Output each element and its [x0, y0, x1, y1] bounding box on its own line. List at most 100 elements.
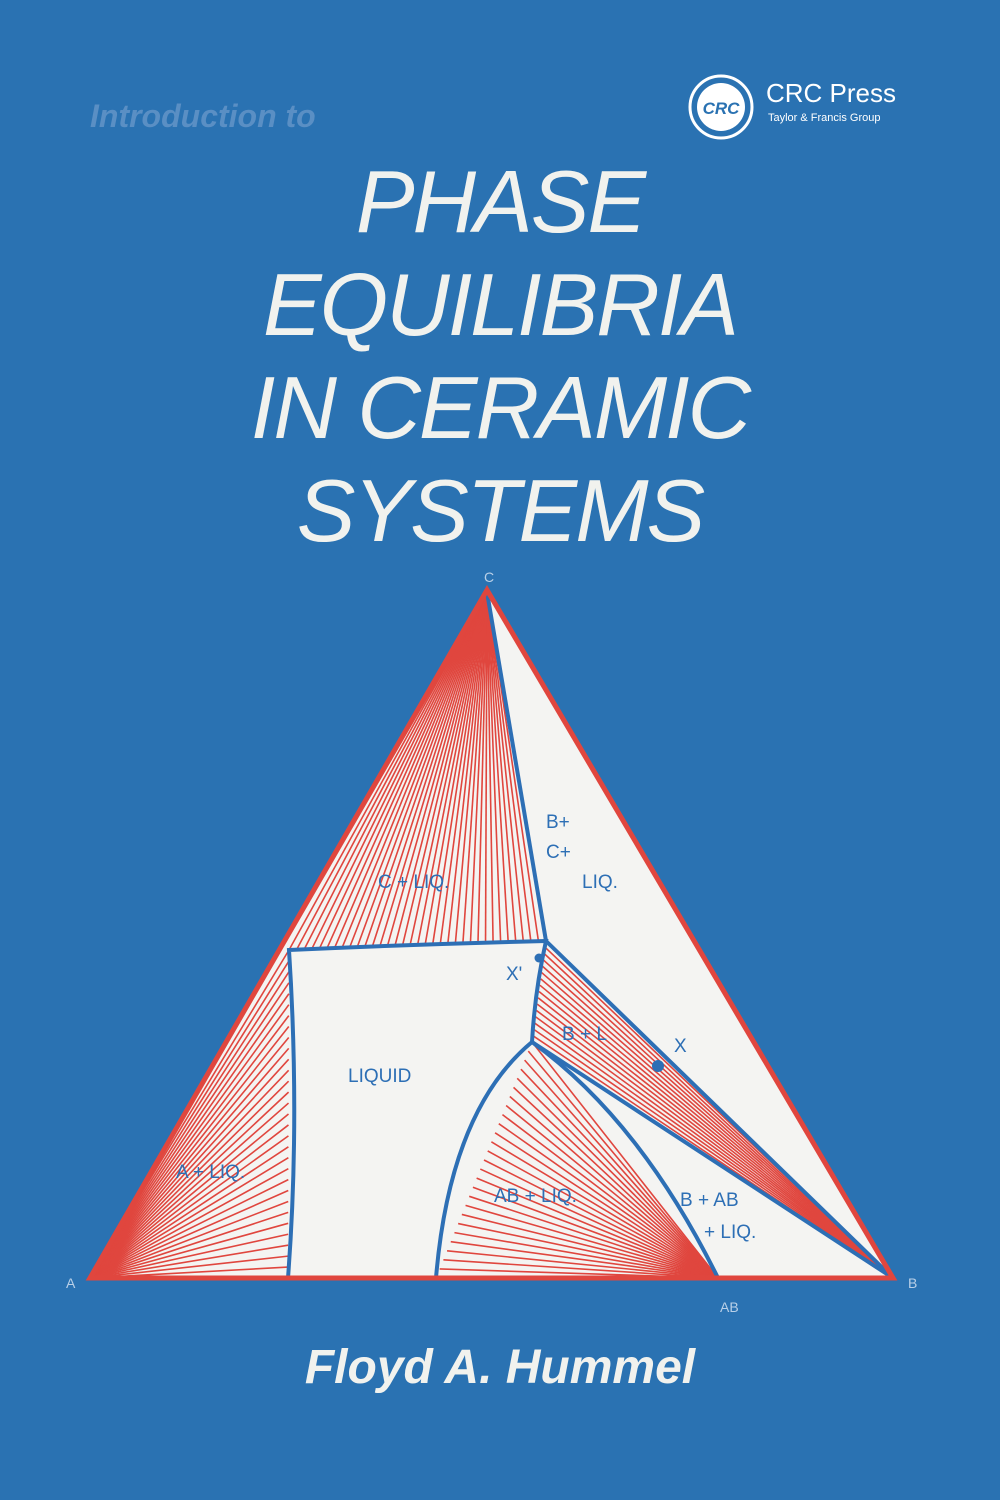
tie-line-a-liq — [89, 1200, 289, 1279]
tie-line-c-liq — [486, 591, 532, 942]
tie-line-ab-liq — [483, 1159, 719, 1279]
boundary-eutectic-b — [544, 939, 895, 1280]
tie-line-a-liq — [89, 1080, 290, 1279]
tie-line-a-liq — [89, 1178, 289, 1279]
tie-line-a-liq — [89, 1004, 290, 1279]
crc-logo-icon: CRC — [688, 74, 754, 140]
publisher-block: CRC CRC Press Taylor & Francis Group — [688, 74, 948, 144]
tie-line-ab-liq — [465, 1204, 719, 1279]
label-b-c-liq-2: C+ — [546, 842, 571, 863]
triangle-fill — [90, 590, 893, 1278]
tie-line-ab-liq — [505, 1104, 719, 1279]
tie-line-ab-liq — [461, 1213, 719, 1279]
boundary-peritectic-b — [530, 1040, 895, 1280]
vertex-label-ab: AB — [720, 1299, 739, 1315]
tie-line-c-liq — [356, 591, 488, 948]
tie-line-a-liq — [89, 1167, 289, 1279]
tie-line-ab-liq — [450, 1240, 719, 1279]
tie-line-ab-liq — [524, 1059, 719, 1279]
tie-line-c-liq — [424, 591, 488, 946]
tie-line-c-liq — [348, 591, 488, 949]
tie-line-c-liq — [363, 591, 488, 948]
tie-line-a-liq — [89, 971, 290, 1279]
title-line-1: PHASE — [355, 152, 646, 251]
tie-line-c-liq — [486, 591, 517, 943]
label-b-ab-liq-1: B + AB — [680, 1190, 739, 1211]
tie-line-c-liq — [486, 591, 494, 943]
tie-line-c-liq — [409, 591, 488, 946]
tie-line-c-liq — [439, 591, 488, 945]
tie-line-c-liq — [486, 591, 510, 943]
tie-line-c-liq — [431, 591, 488, 946]
label-b-c-liq-3: LIQ. — [582, 872, 618, 893]
label-a-liq: A + LIQ. — [176, 1162, 245, 1183]
tie-line-ab-liq — [479, 1168, 719, 1279]
liquid-region — [285, 938, 549, 1280]
tie-line-c-liq — [303, 591, 488, 950]
tie-line-c-liq — [462, 591, 488, 944]
tie-line-ab-liq — [476, 1177, 719, 1279]
tie-line-a-liq — [89, 982, 290, 1279]
vertex-label-c: C — [484, 569, 494, 585]
tie-line-a-liq — [89, 1189, 289, 1279]
crc-logo-text: CRC — [703, 99, 741, 118]
tie-line-a-liq — [89, 1102, 290, 1279]
tie-line-a-liq — [89, 1222, 289, 1279]
tie-line-ab-liq — [443, 1259, 719, 1279]
tie-line-c-liq — [486, 591, 502, 943]
tie-line-a-liq — [89, 1211, 289, 1279]
label-ab-liq: AB + LIQ. — [494, 1186, 577, 1207]
publisher-name: CRC Press — [766, 78, 897, 108]
tie-line-ab-liq — [468, 1195, 719, 1279]
tie-line-a-liq — [89, 1124, 289, 1279]
tie-line-b-l — [538, 990, 894, 1279]
tie-line-c-liq — [416, 591, 488, 946]
tie-line-a-liq — [89, 1047, 290, 1279]
publisher-group: Taylor & Francis Group — [768, 112, 881, 124]
tie-line-a-liq — [89, 1058, 290, 1279]
title-line-4: SYSTEMS — [296, 461, 706, 560]
tie-line-ab-liq — [472, 1186, 719, 1279]
tie-line-ab-liq — [454, 1231, 719, 1279]
tie-line-b-l — [539, 984, 894, 1279]
tie-line-ab-liq — [509, 1095, 719, 1279]
tie-line-a-liq — [89, 993, 290, 1279]
label-b-c-liq-1: B+ — [546, 812, 570, 833]
title-line-2: EQUILIBRIA — [263, 255, 739, 354]
title-line-3: IN CERAMIC — [250, 358, 751, 457]
tie-line-ab-liq — [490, 1141, 719, 1279]
tie-line-c-liq — [486, 591, 525, 942]
triangle-outline — [85, 585, 898, 1281]
boundary-ab-field — [530, 1040, 720, 1279]
label-x-prime: X' — [506, 964, 522, 985]
tie-line-a-liq — [89, 1015, 290, 1279]
tie-line-b-l — [535, 1016, 894, 1279]
tie-line-c-liq — [454, 591, 488, 945]
label-b-ab-liq-2: + LIQ. — [704, 1222, 756, 1243]
tie-line-ab-liq — [457, 1222, 719, 1279]
vertex-label-a: A — [66, 1275, 76, 1291]
tie-line-ab-liq — [512, 1086, 719, 1279]
tie-line-a-liq — [89, 1026, 290, 1279]
tie-line-a-liq — [89, 1135, 289, 1279]
tie-line-b-l — [537, 997, 894, 1279]
tie-line-c-liq — [318, 591, 488, 950]
tie-line-c-liq — [371, 591, 488, 948]
boundary-c-eutectic — [485, 591, 548, 942]
book-title: PHASE EQUILIBRIA IN CERAMIC SYSTEMS — [0, 150, 1000, 562]
tie-line-a-liq — [89, 1146, 289, 1279]
tie-line-a-liq — [89, 1036, 290, 1279]
tie-line-b-l — [540, 978, 894, 1279]
tie-line-b-l — [536, 1003, 894, 1279]
tie-line-c-liq — [469, 591, 488, 944]
tie-line-a-liq — [89, 1069, 290, 1279]
tie-line-b-l — [541, 965, 894, 1279]
tie-line-a-liq — [89, 1157, 289, 1279]
tie-line-c-liq — [386, 591, 488, 947]
vertex-label-b: B — [908, 1275, 917, 1291]
point-x — [652, 1060, 664, 1072]
tie-line-a-liq — [89, 1244, 289, 1279]
label-liquid: LIQUID — [348, 1066, 411, 1087]
tie-line-ab-liq — [501, 1113, 719, 1279]
